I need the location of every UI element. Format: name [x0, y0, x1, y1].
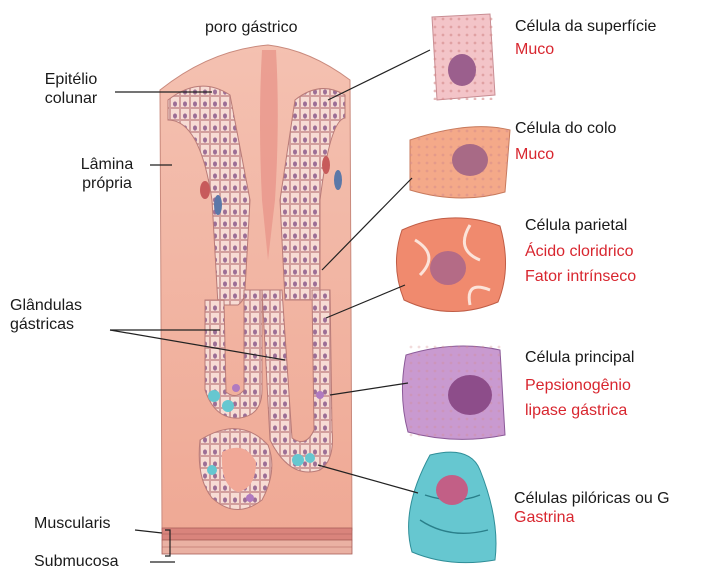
cell-surface-label: Célula da superfície Muco — [515, 17, 656, 59]
cell-surface-product: Muco — [515, 40, 656, 59]
cell-pyloric-title: Células pilóricas ou G — [514, 489, 670, 508]
cell-neck-product: Muco — [515, 145, 616, 164]
cell-surface-title: Célula da superfície — [515, 17, 656, 36]
parietal-cell-illustration — [396, 218, 505, 312]
label-glandulas-gastricas: Glândulas gástricas — [10, 296, 82, 334]
surface-cell-illustration — [432, 14, 495, 100]
label-epitelio-line2: colunar — [26, 89, 116, 108]
label-lamina-line2: própria — [62, 174, 152, 193]
cell-pyloric-product: Gastrina — [514, 508, 670, 527]
label-submucosa: Submucosa — [34, 552, 119, 571]
cell-chief-title: Célula principal — [525, 348, 634, 367]
cell-parietal-product-2: Fator intrínseco — [525, 267, 636, 286]
cell-pyloric-label: Células pilóricas ou G Gastrina — [514, 489, 670, 527]
mucosa-tissue-illustration — [160, 45, 352, 554]
cell-chief-product-2: lipase gástrica — [525, 401, 634, 420]
label-epitelio-line1: Epitélio — [26, 70, 116, 89]
label-epitelio-colunar: Epitélio colunar — [26, 70, 116, 108]
leader-muscularis — [135, 530, 162, 533]
cell-chief-label: Célula principal Pepsionogênio lipase gá… — [525, 348, 634, 420]
label-glandulas-line2: gástricas — [10, 315, 82, 334]
cell-parietal-product-1: Ácido cloridrico — [525, 242, 636, 261]
cell-parietal-label: Célula parietal Ácido cloridrico Fator i… — [525, 216, 636, 286]
neck-cell-illustration — [410, 127, 510, 198]
label-muscularis: Muscularis — [34, 514, 110, 533]
cell-neck-title: Célula do colo — [515, 119, 616, 138]
cell-neck-label: Célula do colo Muco — [515, 119, 616, 164]
label-glandulas-line1: Glândulas — [10, 296, 82, 315]
label-lamina-line1: Lâmina — [62, 155, 152, 174]
label-lamina-propria: Lâmina própria — [62, 155, 152, 193]
cell-parietal-title: Célula parietal — [525, 216, 636, 235]
label-poro-gastrico: poro gástrico — [205, 18, 298, 37]
cell-chief-product-1: Pepsionogênio — [525, 376, 634, 395]
chief-cell-illustration — [402, 345, 505, 440]
pyloric-cell-illustration — [409, 452, 496, 563]
